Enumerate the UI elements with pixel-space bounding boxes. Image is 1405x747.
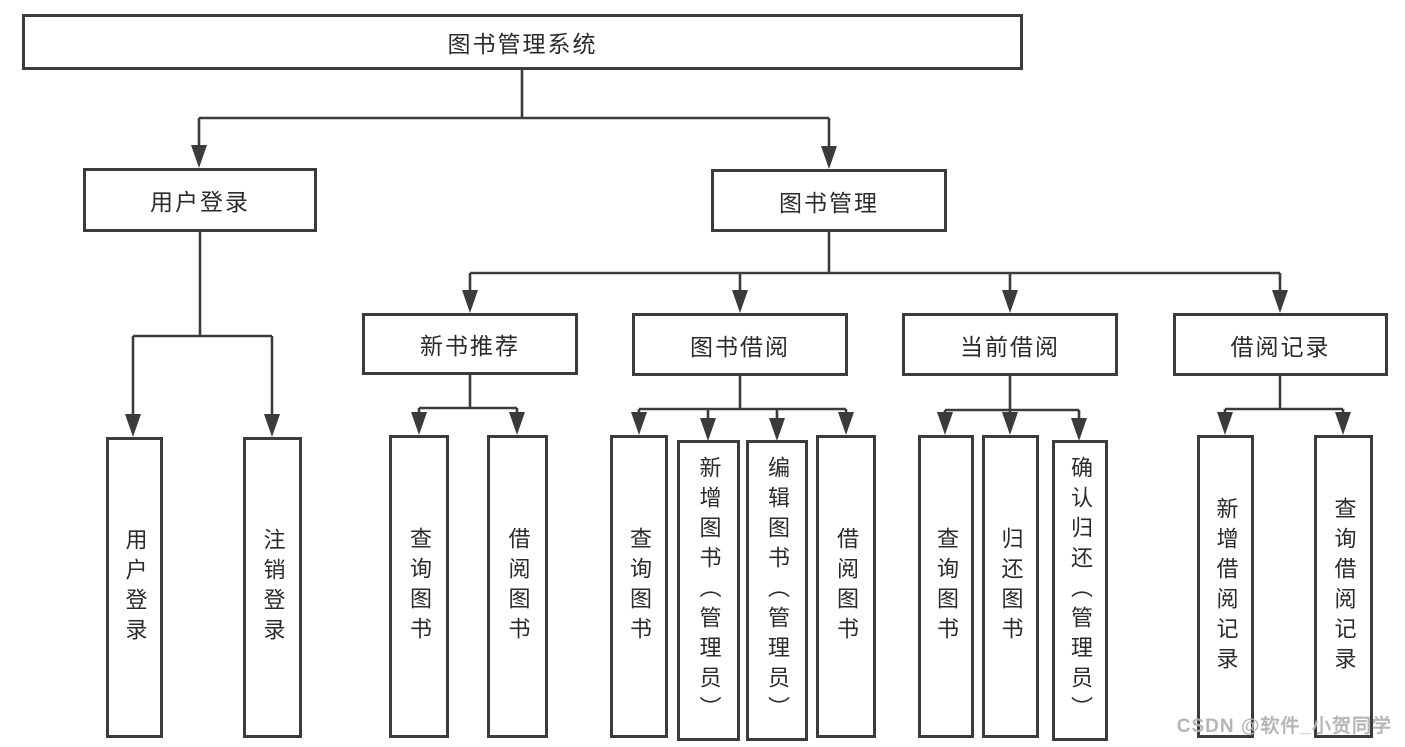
leaf-query-borrow-record: 查询借阅记录 [1314, 435, 1373, 738]
leaf-borrow-book-borrowing: 借阅图书 [816, 435, 876, 738]
arrowhead [1272, 290, 1288, 313]
arrowhead [1217, 412, 1233, 435]
node-root: 图书管理系统 [22, 14, 1023, 70]
arrowhead [1071, 418, 1087, 441]
arrowhead [462, 290, 478, 313]
arrowhead [821, 146, 837, 169]
arrowhead [631, 412, 647, 435]
node-user-login: 用户登录 [83, 168, 317, 232]
arrowhead [838, 412, 854, 435]
arrowhead [125, 414, 141, 437]
leaf-add-borrow-record: 新增借阅记录 [1197, 435, 1254, 738]
arrowhead [732, 290, 748, 313]
leaf-edit-book-admin: 编辑图书（管理员） [746, 440, 808, 741]
watermark: CSDN @软件_小贺同学 [1176, 716, 1392, 737]
leaf-user-login: 用户登录 [106, 437, 163, 738]
leaf-query-book-borrowing: 查询图书 [610, 435, 668, 738]
node-borrowing-records: 借阅记录 [1173, 313, 1388, 376]
leaf-query-book-current: 查询图书 [918, 435, 974, 738]
arrowhead [411, 412, 427, 435]
leaf-confirm-return-admin: 确认归还（管理员） [1052, 440, 1108, 741]
leaf-add-book-admin: 新增图书（管理员） [677, 440, 740, 741]
arrowhead [1002, 290, 1018, 313]
node-new-book-recommendation: 新书推荐 [362, 313, 578, 375]
arrowhead [191, 145, 207, 168]
arrowhead [1002, 412, 1018, 435]
node-book-borrowing: 图书借阅 [632, 313, 848, 376]
node-book-management: 图书管理 [711, 169, 947, 232]
arrowhead [1335, 412, 1351, 435]
leaf-borrow-book-recommend: 借阅图书 [487, 435, 548, 738]
arrowhead [509, 412, 525, 435]
arrowheads [125, 145, 1351, 441]
leaf-return-book: 归还图书 [982, 435, 1039, 738]
arrowhead [769, 418, 785, 441]
arrowhead [264, 414, 280, 437]
leaf-logout: 注销登录 [243, 437, 302, 738]
leaf-query-book-recommend: 查询图书 [389, 435, 449, 738]
arrowhead [700, 418, 716, 441]
connector-lines [131, 69, 1345, 424]
arrowhead [937, 412, 953, 435]
node-current-borrowing: 当前借阅 [902, 313, 1118, 376]
